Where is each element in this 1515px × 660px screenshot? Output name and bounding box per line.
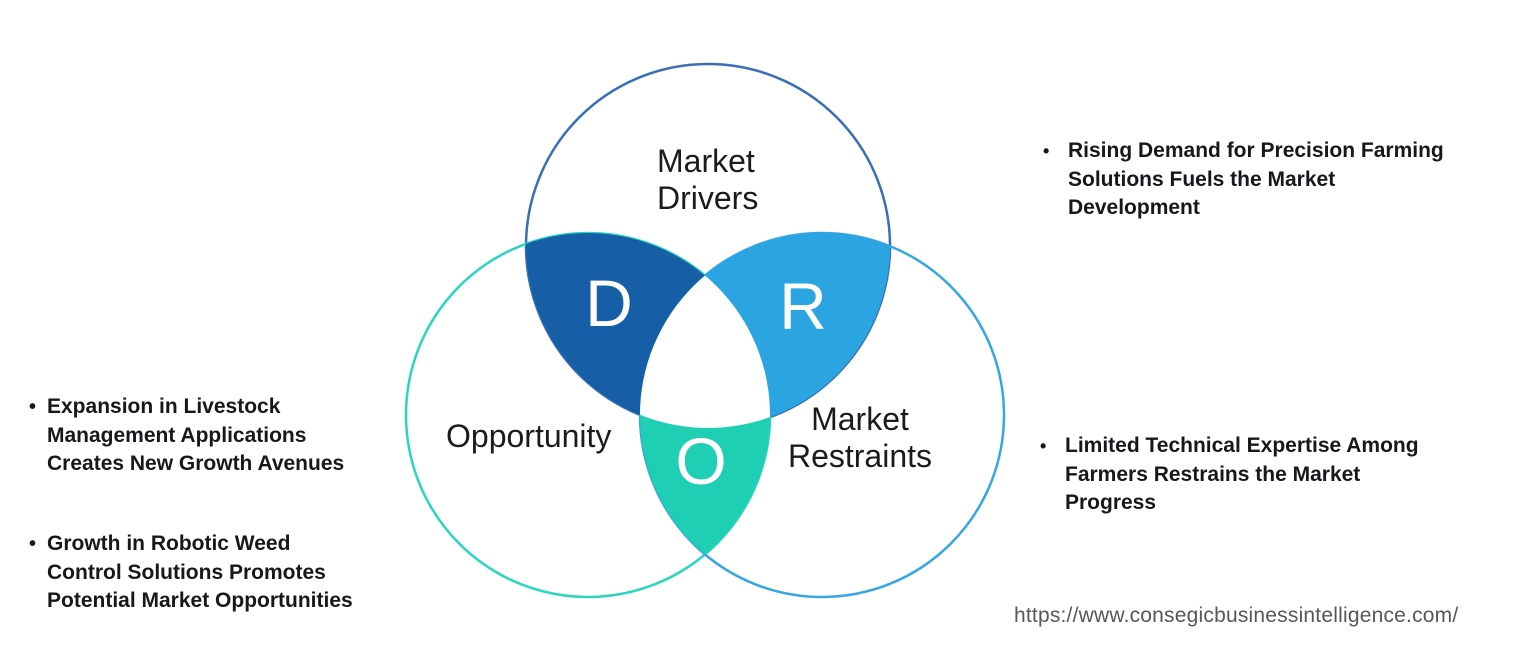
restraint-bullet-text: Limited Technical Expertise Among Farmer… [1065,434,1419,514]
opportunity-bullet-1-text: Expansion in Livestock Management Applic… [47,395,345,475]
restraints-circle-label: Market Restraints [787,401,933,474]
opportunity-letter: O [675,424,726,498]
bullet-dot-icon: • [29,533,37,555]
driver-bullet-text: Rising Demand for Precision Farming Solu… [1068,139,1444,219]
opportunity-bullet-2-text: Growth in Robotic Weed Control Solutions… [47,532,353,612]
restraints-letter: R [779,269,827,343]
restraint-bullet: • Limited Technical Expertise Among Farm… [1040,432,1419,518]
bullet-dot-icon: • [1043,141,1050,161]
bullet-dot-icon: • [29,396,37,418]
drivers-letter: D [585,266,633,340]
drivers-circle-label: Market Drivers [657,143,759,216]
driver-bullet: • Rising Demand for Precision Farming So… [1043,137,1444,223]
opportunity-bullet-2: • Growth in Robotic Weed Control Solutio… [29,530,353,616]
bullet-dot-icon: • [1040,436,1047,456]
triple-intersection [640,233,770,428]
source-url: https://www.consegicbusinessintelligence… [1014,604,1459,627]
opportunity-bullet-1: • Expansion in Livestock Management Appl… [29,393,344,479]
opportunity-circle-label: Opportunity [446,418,612,454]
